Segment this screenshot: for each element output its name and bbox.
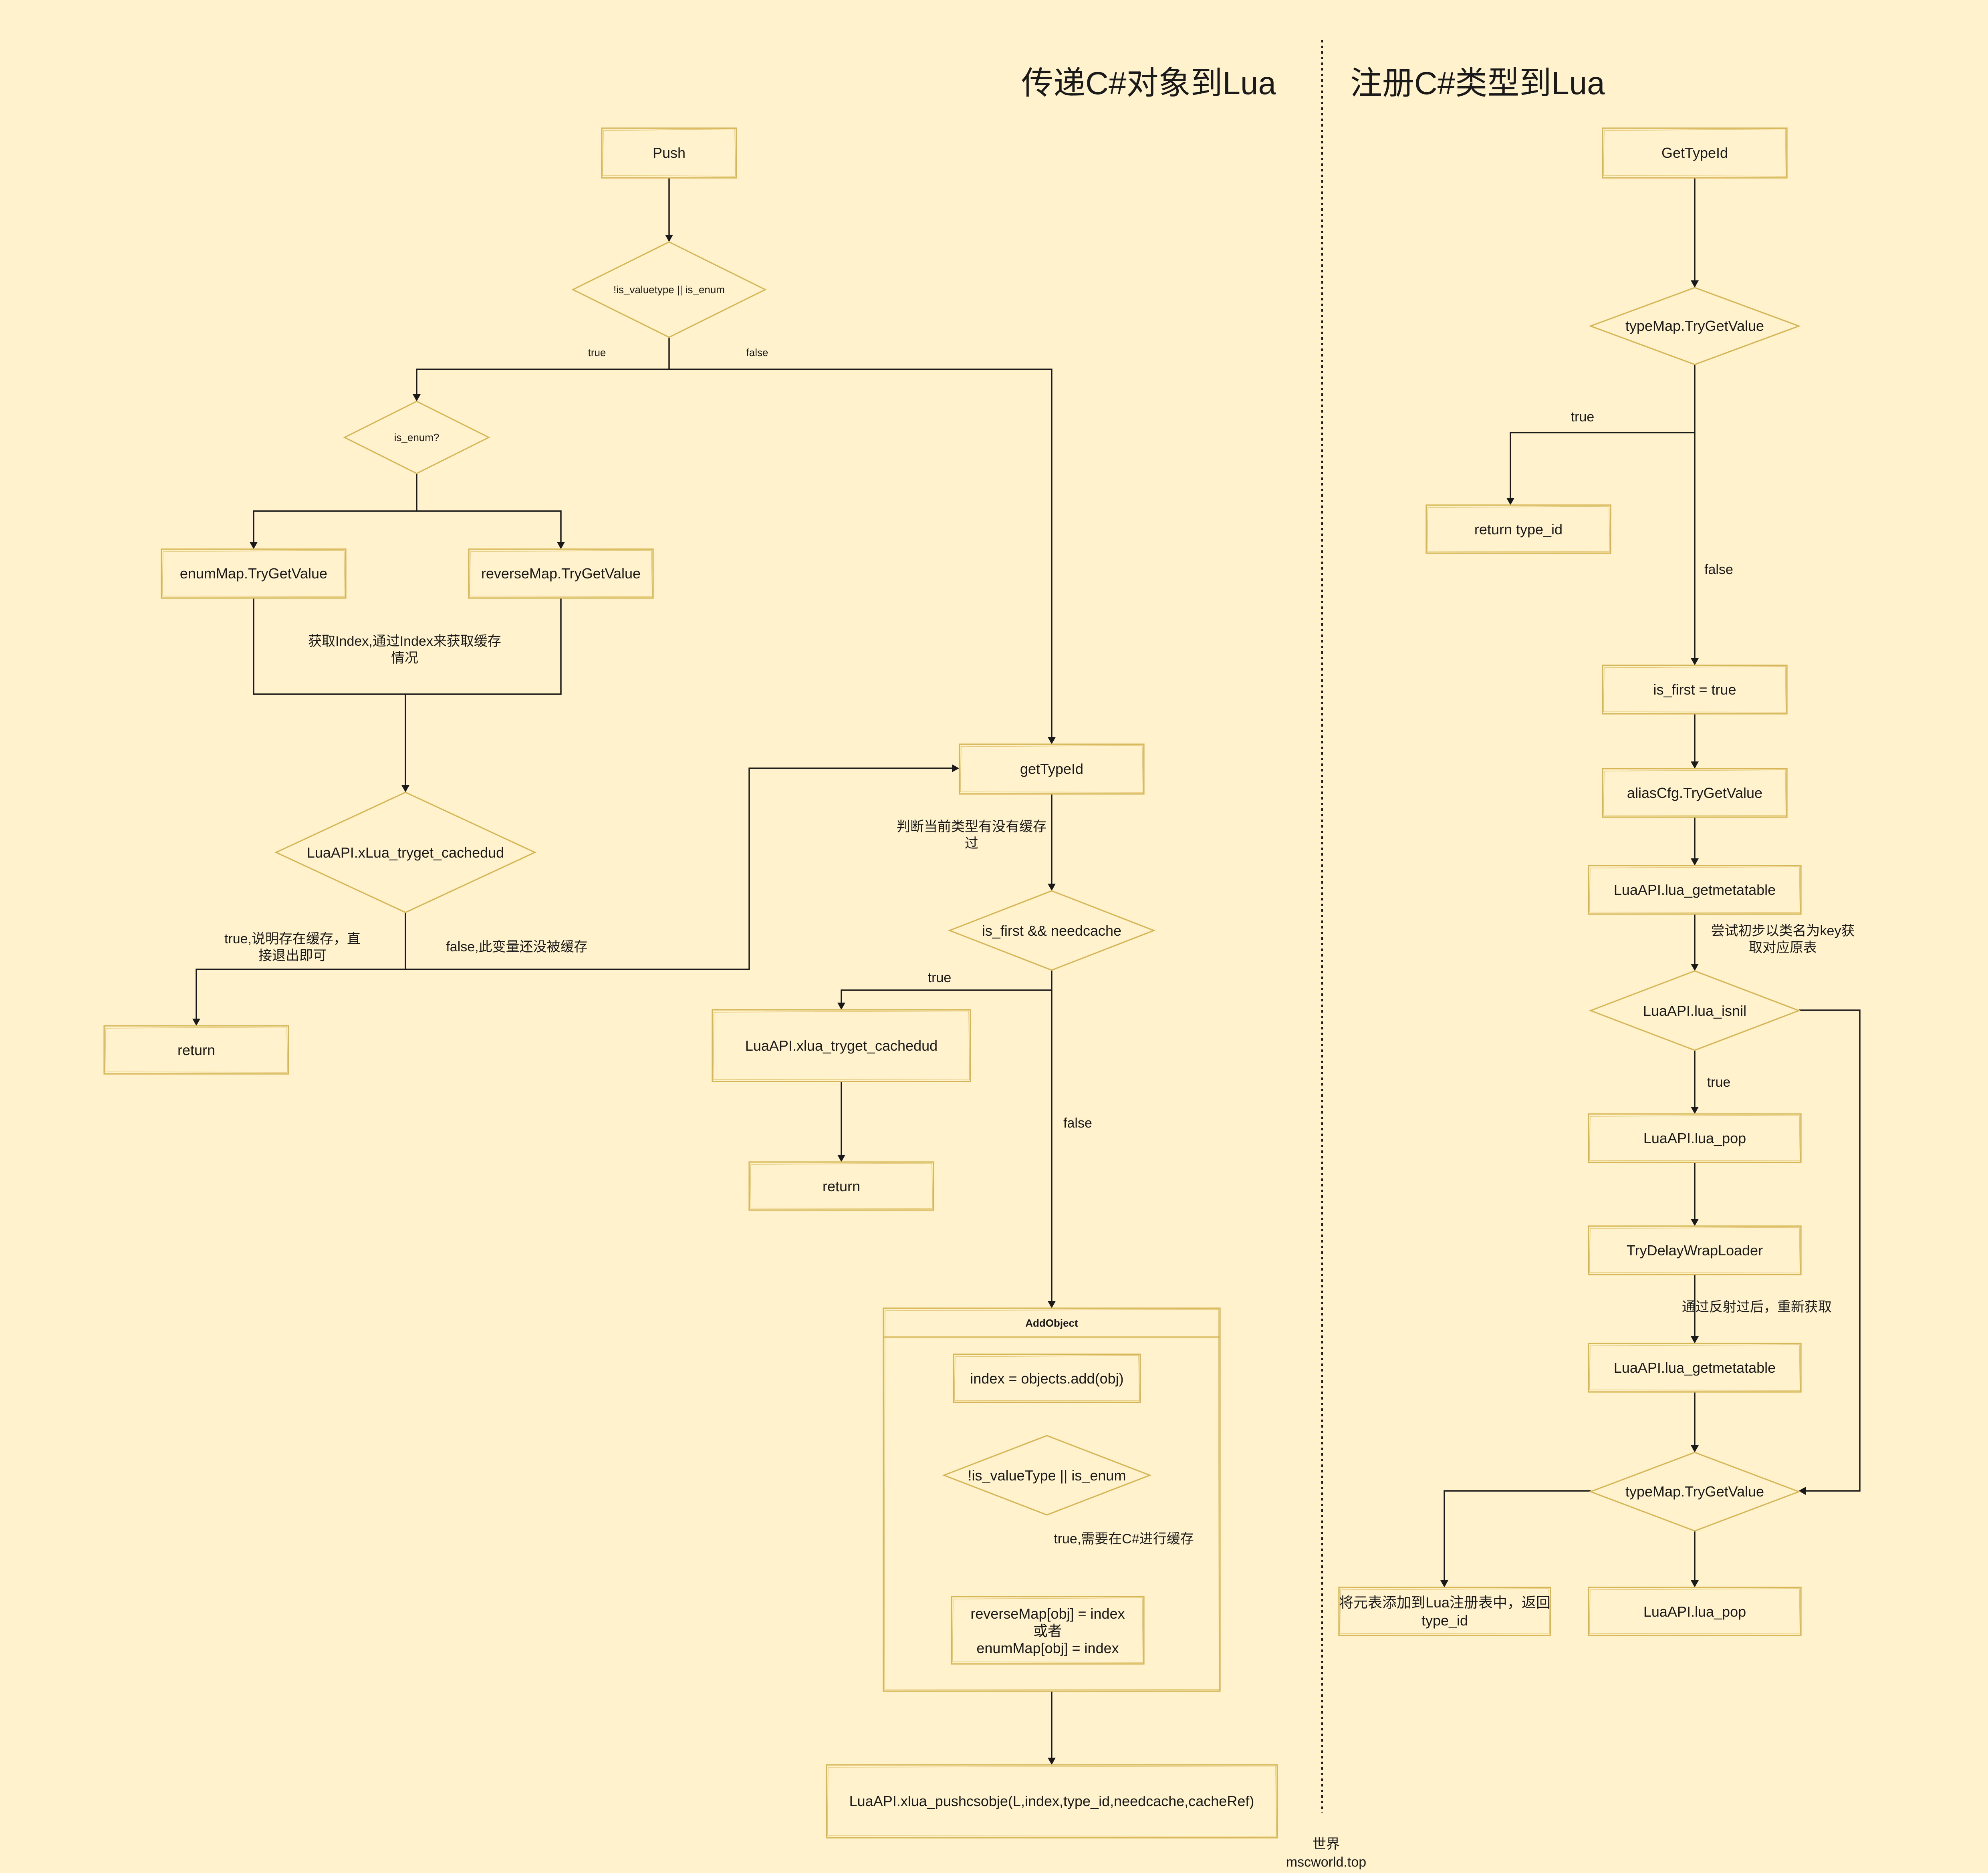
title-left: 传递C#对象到Lua <box>1021 65 1276 101</box>
left-edges <box>192 178 1056 1765</box>
trydelaywraploader-label: TryDelayWrapLoader <box>1627 1242 1763 1259</box>
push-node[interactable]: Push <box>601 127 737 179</box>
lua-getmetatable-node-2[interactable]: LuaAPI.lua_getmetatable <box>1588 1343 1802 1393</box>
lua-getmetatable-node-1[interactable]: LuaAPI.lua_getmetatable <box>1588 865 1802 915</box>
typemap-trygetvalue-decision-1[interactable]: typeMap.TryGetValue <box>1589 287 1801 365</box>
cached-false-label: false,此变量还没被缓存 <box>446 939 587 955</box>
edge-label-true-1: true <box>588 346 606 358</box>
watermark-line1: 世界 <box>1313 1837 1340 1852</box>
check-cache-note-line1: 判断当前类型有没有缓存 <box>897 819 1046 834</box>
edge-label-false-1: false <box>746 346 768 358</box>
return-label-2: return <box>823 1178 860 1194</box>
xlua-tryget-cachedud-label-1: LuaAPI.xLua_tryget_cachedud <box>307 844 504 861</box>
typemap-trygetvalue-label-2: typeMap.TryGetValue <box>1625 1483 1764 1500</box>
objects-add-node[interactable]: index = objects.add(obj) <box>953 1353 1141 1403</box>
return-type-id-node[interactable]: return type_id <box>1425 504 1611 554</box>
gettypeid-call-label: getTypeId <box>1020 761 1083 777</box>
pushcsobj-node[interactable]: LuaAPI.xlua_pushcsobje(L,index,type_id,n… <box>826 1764 1278 1839</box>
xlua-tryget-cachedud-node-2[interactable]: LuaAPI.xlua_tryget_cachedud <box>712 1009 971 1082</box>
add-to-registry-line2: type_id <box>1421 1612 1468 1629</box>
reversemap-trygetvalue-label: reverseMap.TryGetValue <box>481 565 641 582</box>
is-valuetype-or-enum-decision[interactable]: !is_valuetype || is_enum <box>571 241 767 338</box>
check-cache-note-line2: 过 <box>965 836 978 851</box>
is-first-needcache-label: is_first && needcache <box>982 922 1121 939</box>
return-label-1: return <box>177 1042 215 1058</box>
xlua-tryget-cachedud-label-2: LuaAPI.xlua_tryget_cachedud <box>745 1037 938 1054</box>
objects-add-label: index = objects.add(obj) <box>970 1370 1123 1387</box>
is-first-needcache-decision[interactable]: is_first && needcache <box>948 890 1156 971</box>
lua-pop-node-1[interactable]: LuaAPI.lua_pop <box>1588 1113 1802 1163</box>
right-edges <box>1440 178 1861 1587</box>
try-key-note-line2: 取对应原表 <box>1749 940 1817 955</box>
return-node-1[interactable]: return <box>103 1025 289 1075</box>
is-enum-decision[interactable]: is_enum? <box>343 401 490 474</box>
typemap-trygetvalue-label-1: typeMap.TryGetValue <box>1625 318 1764 334</box>
lua-getmetatable-label-2: LuaAPI.lua_getmetatable <box>1614 1359 1776 1376</box>
aliascfg-trygetvalue-node[interactable]: aliasCfg.TryGetValue <box>1602 768 1788 818</box>
is-valuetype-or-enum-label-2: !is_valueType || is_enum <box>968 1467 1126 1484</box>
return-node-2[interactable]: return <box>748 1161 934 1211</box>
reversemap-assign-line2: 或者 <box>1033 1623 1062 1639</box>
lua-isnil-label: LuaAPI.lua_isnil <box>1643 1003 1746 1019</box>
gettypeid-title-label: GetTypeId <box>1661 145 1728 161</box>
is-valuetype-or-enum-decision-2[interactable]: !is_valueType || is_enum <box>942 1435 1152 1516</box>
is-first-true-label: is_first = true <box>1653 681 1736 698</box>
reflect-note: 通过反射过后，重新获取 <box>1682 1299 1832 1315</box>
is-valuetype-or-enum-label: !is_valuetype || is_enum <box>613 284 725 296</box>
edge-label-true-3: true <box>1571 409 1595 425</box>
watermark: 世界 mscworld.top <box>1286 1837 1366 1870</box>
gettypeid-title-node[interactable]: GetTypeId <box>1602 127 1788 179</box>
add-object-title: AddObject <box>1025 1317 1078 1329</box>
return-type-id-label: return type_id <box>1474 521 1563 538</box>
get-index-note-line2: 情况 <box>391 651 418 666</box>
is-enum-label: is_enum? <box>394 431 440 443</box>
lua-pop-node-2[interactable]: LuaAPI.lua_pop <box>1588 1587 1802 1636</box>
try-key-note-line1: 尝试初步以类名为key获 <box>1711 923 1855 939</box>
cached-true-line2: 接退出即可 <box>258 948 327 963</box>
edge-label-true-4: true <box>1707 1075 1731 1090</box>
pushcsobj-label: LuaAPI.xlua_pushcsobje(L,index,type_id,n… <box>849 1793 1254 1809</box>
push-label: Push <box>653 145 686 161</box>
need-cache-note: true,需要在C#进行缓存 <box>1054 1531 1194 1547</box>
enummap-trygetvalue-node[interactable]: enumMap.TryGetValue <box>161 548 347 599</box>
xlua-tryget-cachedud-decision-1[interactable]: LuaAPI.xLua_tryget_cachedud <box>274 791 536 913</box>
add-to-registry-node[interactable]: 将元表添加到Lua注册表中，返回 type_id <box>1338 1587 1551 1636</box>
edge-label-false-2: false <box>1063 1116 1092 1131</box>
cached-true-line1: true,说明存在缓存，直 <box>224 931 361 947</box>
edge-label-true-2: true <box>928 970 952 985</box>
watermark-line2: mscworld.top <box>1286 1855 1366 1870</box>
aliascfg-trygetvalue-label: aliasCfg.TryGetValue <box>1627 785 1762 801</box>
title-right: 注册C#类型到Lua <box>1350 65 1605 101</box>
lua-pop-label-1: LuaAPI.lua_pop <box>1643 1130 1746 1146</box>
enummap-trygetvalue-label: enumMap.TryGetValue <box>180 565 327 582</box>
reversemap-assign-line1: reverseMap[obj] = index <box>970 1605 1125 1622</box>
add-to-registry-line1: 将元表添加到Lua注册表中，返回 <box>1339 1594 1550 1611</box>
reversemap-assign-line3: enumMap[obj] = index <box>976 1640 1119 1656</box>
lua-getmetatable-label-1: LuaAPI.lua_getmetatable <box>1614 882 1776 898</box>
edge-labels: true false 获取Index,通过Index来获取缓存 情况 true,… <box>224 346 1855 1547</box>
reversemap-trygetvalue-node[interactable]: reverseMap.TryGetValue <box>468 548 654 599</box>
lua-isnil-decision[interactable]: LuaAPI.lua_isnil <box>1589 970 1801 1051</box>
edge-label-false-3: false <box>1704 562 1733 577</box>
reversemap-assign-node[interactable]: reverseMap[obj] = index 或者 enumMap[obj] … <box>951 1596 1145 1665</box>
is-first-true-node[interactable]: is_first = true <box>1602 665 1788 715</box>
typemap-trygetvalue-decision-2[interactable]: typeMap.TryGetValue <box>1589 1452 1801 1532</box>
lua-pop-label-2: LuaAPI.lua_pop <box>1643 1603 1746 1620</box>
get-index-note-line1: 获取Index,通过Index来获取缓存 <box>308 634 501 649</box>
gettypeid-call-node[interactable]: getTypeId <box>959 743 1145 795</box>
trydelaywraploader-node[interactable]: TryDelayWrapLoader <box>1588 1225 1802 1275</box>
